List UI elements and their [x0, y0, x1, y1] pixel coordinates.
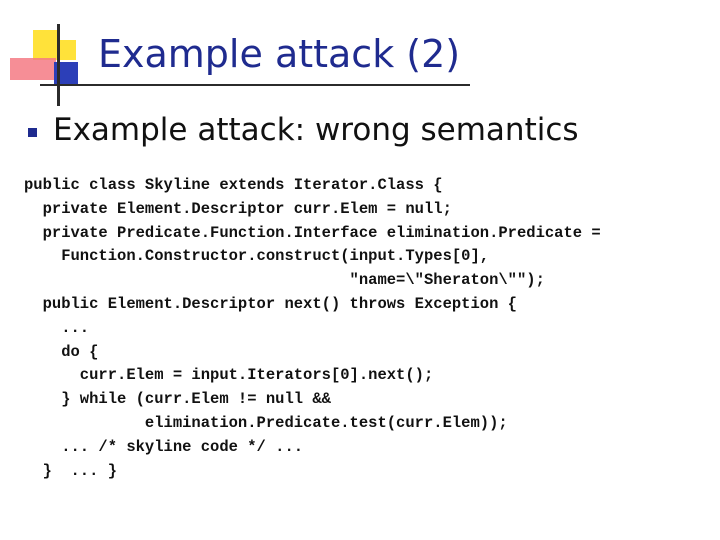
decorative-vertical-line — [57, 24, 60, 106]
code-line: } ... } — [24, 461, 118, 480]
slide-title: Example attack (2) — [98, 32, 461, 76]
decorative-blue-square — [54, 62, 78, 84]
decorative-yellow-square-small — [56, 40, 76, 60]
code-block: public class Skyline extends Iterator.Cl… — [24, 174, 601, 483]
code-line: "name=\"Sheraton\""); — [24, 271, 545, 290]
code-line: ... /* skyline code */ ... — [24, 437, 304, 456]
title-underline — [40, 84, 470, 86]
bullet-item: Example attack: wrong semantics — [28, 112, 579, 149]
bullet-text: Example attack: wrong semantics — [53, 112, 579, 148]
code-line: public Element.Descriptor next() throws … — [24, 294, 517, 313]
code-line: private Element.Descriptor curr.Elem = n… — [24, 199, 452, 218]
code-line: private Predicate.Function.Interface eli… — [24, 223, 601, 242]
code-line: do { — [24, 342, 99, 361]
decorative-yellow-square — [33, 30, 59, 60]
code-line: elimination.Predicate.test(curr.Elem)); — [24, 413, 508, 432]
code-line: } while (curr.Elem != null && — [24, 390, 331, 409]
code-line: ... — [24, 318, 90, 337]
code-line: Function.Constructor.construct(input.Typ… — [24, 247, 490, 266]
code-line: curr.Elem = input.Iterators[0].next(); — [24, 366, 434, 385]
decorative-red-square — [10, 58, 56, 80]
code-line: public class Skyline extends Iterator.Cl… — [24, 176, 443, 194]
square-bullet-icon — [28, 128, 37, 138]
